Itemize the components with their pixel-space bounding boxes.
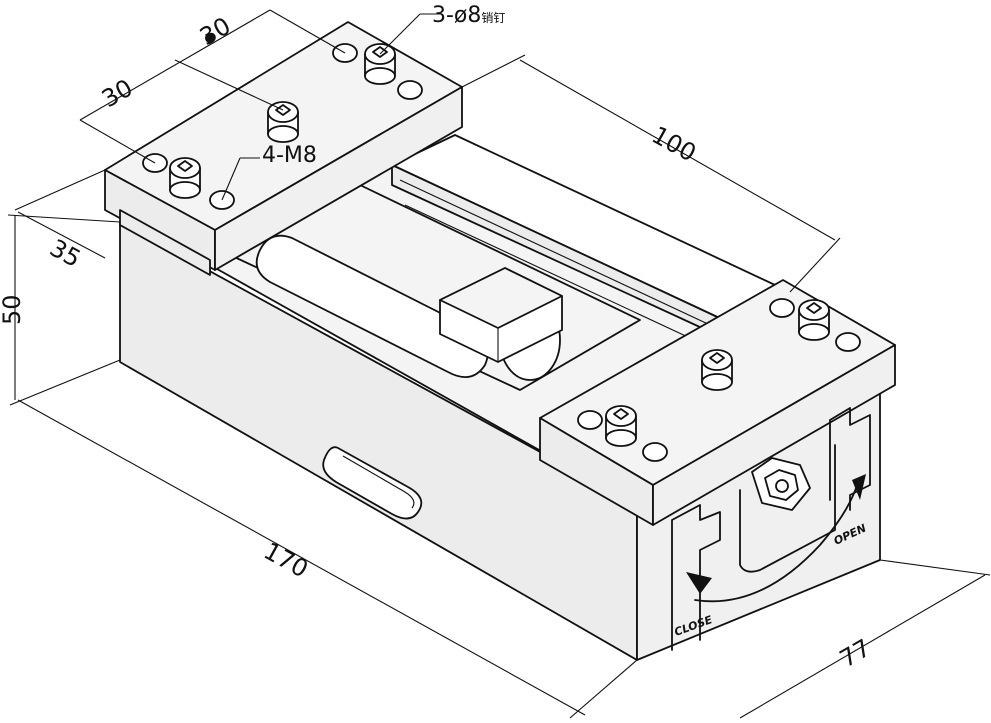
dim-travel: 100 — [647, 121, 701, 168]
socket-bolt-3 — [169, 157, 201, 199]
socket-bolt-4 — [798, 299, 830, 341]
dim-height: 50 — [0, 294, 26, 325]
dim-jaw-depth: 35 — [45, 234, 85, 273]
dim-hole-spacing-b: 30 — [195, 12, 235, 52]
side-slot — [322, 446, 423, 520]
dimension-lines — [7, 9, 991, 719]
socket-bolt-1 — [364, 43, 396, 85]
socket-bolt-2 — [267, 101, 299, 143]
jaw-fasteners — [142, 43, 861, 462]
dim-length: 170 — [259, 537, 313, 584]
note-tapped-holes: 4-M8 — [262, 143, 317, 168]
dim-width: 77 — [835, 634, 875, 674]
front-end-details: CLOSE OPEN — [671, 407, 871, 651]
socket-bolt-6 — [605, 405, 637, 447]
note-dowel-holes: 3-ø8销钉 — [432, 3, 505, 28]
socket-bolt-5 — [701, 349, 733, 391]
lead-screw — [255, 234, 563, 381]
